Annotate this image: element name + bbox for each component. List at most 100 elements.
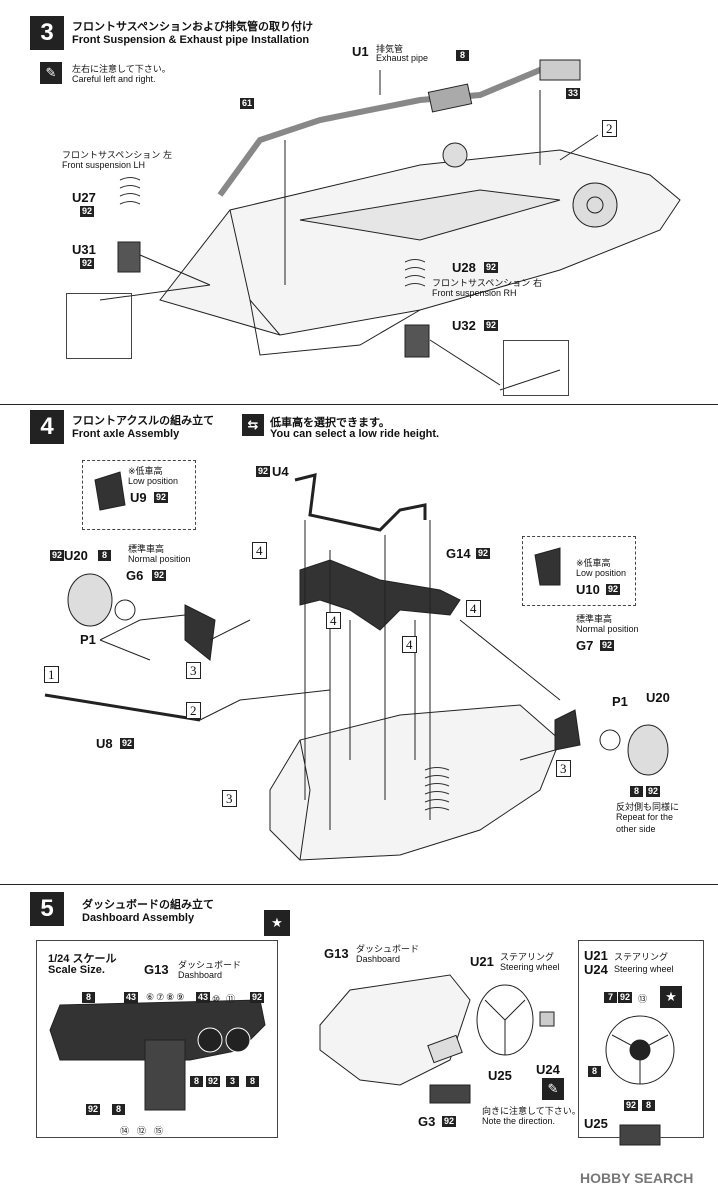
circ-15: ⑮ (154, 1126, 172, 1136)
u9-low-en: Low position (128, 476, 179, 486)
u31-label: U31 (72, 242, 96, 257)
u20-label-right: U20 (646, 690, 670, 705)
u1-label: U1 (352, 44, 369, 59)
box-4-a: 4 (252, 542, 267, 559)
dash-right-numbers: ⑩⑪ (212, 992, 241, 1005)
circ-11: ⑪ (226, 994, 242, 1004)
u25-label-box: U25 (584, 1116, 608, 1131)
u21-label: U21 (470, 954, 494, 969)
tag-8-box: 8 (588, 1066, 601, 1077)
step-5-number: 5 (30, 892, 64, 926)
box-4-c: 4 (466, 600, 481, 617)
u32-label: U32 (452, 318, 476, 333)
low-ride-note-en: You can select a low ride height. (270, 428, 440, 440)
step-3-number: 3 (30, 16, 64, 50)
normal-jp-right: 標準車高 (576, 615, 613, 625)
repeat-en-2: other side (616, 824, 656, 834)
tag-8-dash-m1: 8 (190, 1076, 203, 1087)
u32-detail-box (503, 340, 569, 396)
scale-size-box (36, 940, 278, 1138)
step-3-title-en: Front Suspension & Exhaust pipe Installa… (72, 34, 310, 46)
tag-92-g7: 92 (600, 640, 615, 651)
caution-jp: 左右に注意して下さい。 (72, 65, 171, 75)
step-4-title-jp: フロントアクスルの組み立て (72, 414, 215, 427)
dash-top-numbers: ⑥⑦⑧⑨ (146, 992, 186, 1003)
circ-12: ⑫ (137, 1126, 155, 1136)
tag-92-g14: 92 (476, 548, 491, 559)
tag-8: 8 (456, 50, 469, 61)
u10-label: U10 (576, 582, 600, 597)
part-2-box: 2 (602, 120, 617, 137)
u21-en-box: Steering wheel (614, 964, 674, 974)
circ-13-box: ⑬ (638, 994, 648, 1004)
u1-en: Exhaust pipe (376, 53, 429, 63)
tag-92-dash-bl: 92 (86, 1104, 101, 1115)
step-5-divider (0, 884, 718, 885)
part-3-box: 3 (222, 790, 237, 807)
tag-92-u9: 92 (154, 492, 169, 503)
tag-92-u27: 92 (80, 206, 95, 217)
circ-7: ⑦ (156, 992, 167, 1002)
caution-brush-icon-step5: ✎ (542, 1078, 564, 1100)
tag-7-box: 7 (604, 992, 617, 1003)
g13-jp-main: ダッシュボード (356, 945, 420, 955)
step-4-divider (0, 404, 718, 405)
p1-label-left: P1 (80, 632, 96, 647)
select-arrow-icon: ⇆ (242, 414, 264, 436)
tag-92-box-b: 92 (624, 1100, 639, 1111)
box-4-d: 4 (402, 636, 417, 653)
tag-8-dash-r: 8 (246, 1076, 259, 1087)
direction-jp: 向きに注意して下さい。 (482, 1107, 581, 1117)
circ-6: ⑥ (146, 992, 157, 1002)
circ-9: ⑨ (176, 992, 187, 1002)
tag-8-u20-right: 8 (630, 786, 643, 797)
u10-low-box (522, 536, 636, 606)
tag-43-dash-b: 43 (196, 992, 211, 1003)
tag-92-dash-m: 92 (206, 1076, 221, 1087)
g13-jp-scale: ダッシュボード (178, 961, 242, 971)
g13-en-scale: Dashboard (178, 970, 223, 980)
u1-jp: 排気管 (376, 45, 404, 55)
tag-3-dash: 3 (226, 1076, 239, 1087)
u24-label: U24 (536, 1062, 560, 1077)
normal-jp-left: 標準車高 (128, 545, 165, 555)
u24-label-box: U24 (584, 962, 608, 977)
g3-label: G3 (418, 1114, 436, 1129)
tag-92-box: 92 (618, 992, 633, 1003)
tag-33: 33 (566, 88, 581, 99)
u10-low-jp: ※低車高 (576, 559, 611, 569)
u20-label-left: U20 (64, 548, 88, 563)
step-4-title-en: Front axle Assembly (72, 428, 180, 440)
repeat-en-1: Repeat for the (616, 812, 674, 822)
circ-10: ⑩ (212, 994, 227, 1004)
star-icon-box: ★ (660, 986, 682, 1008)
tag-92-u32: 92 (484, 320, 499, 331)
scale-en: Scale Size. (48, 964, 105, 976)
box-3-right: 3 (556, 760, 571, 777)
fs-lh-jp: フロントサスペンション 左 (62, 151, 173, 161)
steering-detail-box (578, 940, 704, 1138)
fs-rh-jp: フロントサスペンション 右 (432, 279, 543, 289)
tag-92-u31: 92 (80, 258, 95, 269)
g14-label: G14 (446, 546, 471, 561)
circ-14: ⑭ (120, 1126, 138, 1136)
dash-bottom-numbers: ⑭⑫⑮ (120, 1124, 171, 1137)
repeat-jp: 反対側も同様に (616, 803, 680, 813)
watermark: HOBBY SEARCH (580, 1170, 694, 1186)
tag-92-u8: 92 (120, 738, 135, 749)
tag-92-g3: 92 (442, 1116, 457, 1127)
u4-label: U4 (272, 464, 289, 479)
tag-92-u20-left: 92 (50, 550, 65, 561)
u31-detail-box (66, 293, 132, 359)
g6-label: G6 (126, 568, 144, 583)
box-1: 1 (44, 666, 59, 683)
step-5-title-en: Dashboard Assembly (82, 912, 195, 924)
tag-61: 61 (240, 98, 255, 109)
box-4-b: 4 (326, 612, 341, 629)
tag-8-dash-b: 8 (112, 1104, 125, 1115)
g7-label: G7 (576, 638, 594, 653)
u21-label-box: U21 (584, 948, 608, 963)
u27-label: U27 (72, 190, 96, 205)
scale-jp: 1/24 スケール (48, 953, 117, 965)
